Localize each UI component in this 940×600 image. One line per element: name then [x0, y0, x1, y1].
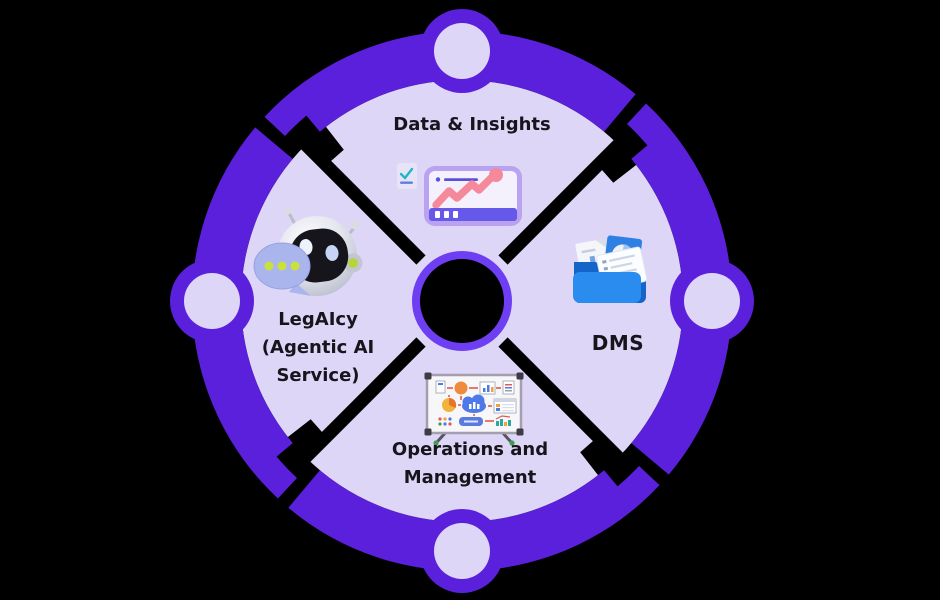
- whiteboard-flowchart-icon: [424, 372, 524, 446]
- flow-arrows: [447, 387, 501, 422]
- node-circle-bottom: [420, 509, 504, 593]
- quadrant-label-legaicy: LegAIcy (Agentic AI Service): [262, 306, 374, 390]
- document-folder-icon: [573, 235, 648, 303]
- center-hub-circle: [412, 251, 512, 351]
- node-circle-left: [170, 259, 254, 343]
- label-line: Service): [276, 365, 360, 386]
- analytics-dashboard-icon: [397, 163, 522, 226]
- label-line: LegAIcy: [278, 309, 358, 330]
- quadrant-label-data-insights: Data & Insights: [393, 114, 550, 135]
- speech-bubble-icon: [253, 242, 311, 296]
- node-circle-right: [670, 259, 754, 343]
- label-line: Data & Insights: [393, 114, 551, 135]
- label-line: DMS: [591, 331, 645, 355]
- label-line: (Agentic AI: [261, 337, 375, 358]
- robot-assistant-icon: [253, 205, 363, 296]
- label-line: Management: [403, 467, 537, 488]
- quadrant-label-dms: DMS: [592, 331, 644, 355]
- quadrant-label-operations-management: Operations and Management: [392, 436, 548, 492]
- node-circle-top: [420, 9, 504, 93]
- ring-nodes: [170, 9, 754, 593]
- label-line: Operations and: [391, 439, 549, 460]
